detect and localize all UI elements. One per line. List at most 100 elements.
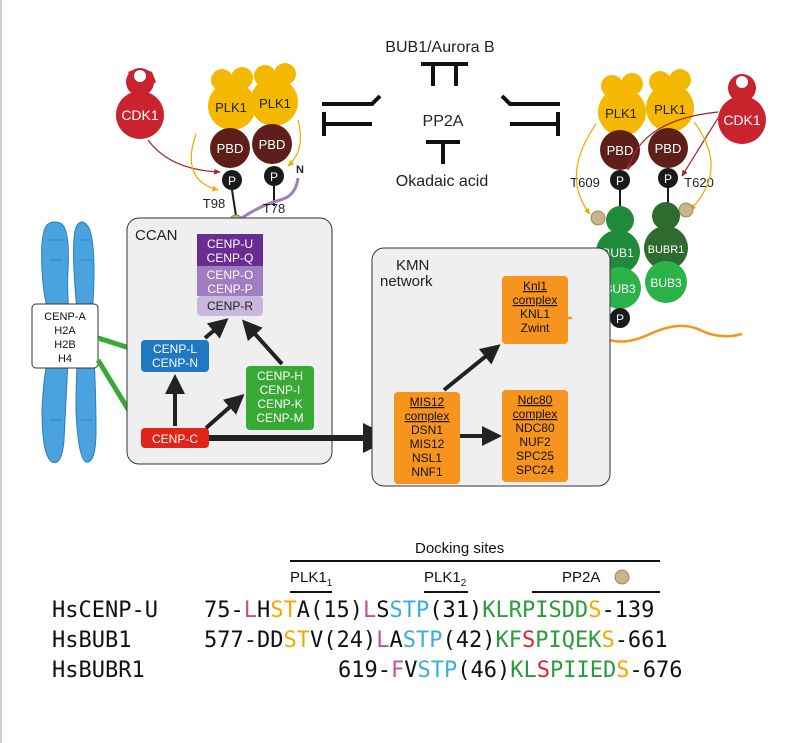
cenp-r-block [197,296,263,316]
plk1-right-autoloop-a [575,123,597,215]
cenp-i-label: CENP-I [260,383,301,397]
seq-segment: S [376,598,390,623]
seq-segment: S [521,628,536,653]
plk1-left-b-label: PLK1 [259,96,291,111]
pbd-left-b-label: PBD [259,137,286,152]
knl1-header-2: complex [513,293,558,307]
nucleosome-box [31,303,99,369]
histone-cenp-a: CENP-A [44,311,86,323]
seq-segment: S [536,658,550,683]
bubr1-label: BUBR1 [648,244,685,256]
seq-segment: 75- [204,598,244,623]
cenp-uq-block [197,234,263,266]
pbd-right-b: PBD [648,128,688,168]
kmn-title-2: network [380,273,433,290]
plk1-right-b: PLK1 [646,69,694,132]
arrow-ln-to-r [203,318,229,340]
cenp-c-block [141,428,209,448]
seq-segment: F [390,658,405,683]
right-inhibition-bar [510,112,560,136]
cenp-op-block [197,266,263,296]
right-activation-arrow [500,94,560,106]
seq-segment: ST [270,598,297,623]
cenp-q-label: CENP-Q [207,251,254,265]
left-activation-arrow [322,94,382,106]
left-inhibition-bar [322,112,372,136]
mis12-header-2: complex [405,409,450,423]
seq-segment: PIIED [549,658,617,683]
cdk1-right: CDK1 [718,74,766,144]
seq-segment: -139 [601,598,655,623]
plk1-2-label: PLK12 [424,569,466,589]
pbd-right-b-label: PBD [655,141,682,156]
inhibition-bar-right [444,62,468,86]
cenp-ln-block [141,340,209,372]
knl1-item: KNL1 [520,307,550,321]
seq-row-cenp-u: 75-LHSTA(15)LSSTP(31)KLRPISDDS-139 [204,598,654,623]
pp2a-dot-right-b [678,202,694,218]
seq-segment: (31) [429,598,483,623]
cenp-k-label: CENP-K [257,397,302,411]
pbd-left-a-label: PBD [217,141,244,156]
nnf1-item: NNF1 [411,465,443,479]
cenp-m-label: CENP-M [256,411,303,425]
pbd-right-a: PBD [600,130,640,170]
zwint-item: Zwint [521,321,550,335]
mis12-item: MIS12 [410,437,445,451]
bub1-label: BUB1 [602,246,634,260]
seq-segment: A(15) [296,598,363,623]
pp2a-regulation: BUB1/Aurora B PP2A Okadaic acid [322,39,560,190]
plk1-2-text: PLK1 [424,569,461,586]
seq-segment: 619- [338,658,391,683]
histone-h2a: H2A [54,325,76,337]
cenp-l-label: CENP-L [153,342,197,356]
ccan-box: CCAN CENP-U CENP-Q CENP-O CENP-P CENP-R … [126,217,333,465]
seq-segment: V(24) [309,628,377,653]
nuf2-item: NUF2 [519,435,551,449]
seq-segment: -661 [614,628,668,653]
seq-segment: KLRPISDD [482,598,589,623]
cdk1-to-t98-arrow [147,139,221,175]
phospho-right-b-label: P [664,172,672,186]
okadaic-inhibition-bar [426,140,460,164]
ndc80-header-1: Ndc80 [518,393,553,407]
pp2a-dot-docking [614,569,630,585]
left-plk1-complex: CDK1 PLK1 PLK1 PBD PBD [116,63,304,230]
seq-segment: L [243,598,257,623]
plk1-left-b: PLK1 [250,63,298,126]
docking-sites-header [290,560,660,593]
okadaic-acid-label: Okadaic acid [396,173,489,190]
seq-name-cenp-u: HsCENP-U [52,598,158,623]
kmn-title-1: KMN [396,257,429,274]
cenp-n-label: CENP-N [152,356,198,370]
seq-segment: KL [510,658,537,683]
kmn-box: KMN network Knl1 complex KNL1 Zwint MIS1… [371,247,611,487]
cdk1-left-label: CDK1 [121,107,159,123]
cdk1-right-arrow-b [626,111,719,171]
bub3-b: BUB3 [645,261,687,303]
seq-segment: (42) [442,628,496,653]
seq-segment: ST [283,628,310,653]
seq-segment: 577-DD [204,628,284,653]
mis12-header-1: MIS12 [410,395,445,409]
phospho-left-a: P [222,170,242,190]
cenp-hikm-block [246,366,314,430]
seq-segment: H [257,598,271,623]
plk1-1-sub: 1 [326,578,333,589]
arrow-mis12-to-knl1 [442,344,501,392]
plk1-left-autoloop-a [190,133,219,192]
inhibition-bar-left [421,62,445,86]
seq-segment: L [376,628,390,653]
arrow-hikm-to-r [241,319,284,366]
cenp-r-label: CENP-R [207,299,253,313]
pbd-left-a: PBD [210,128,250,168]
pbd-right-a-label: PBD [607,143,634,158]
chromosome: CENP-A H2A H2B H4 [31,221,99,464]
bubr1-protein: BUBR1 [644,202,688,270]
spc25-item: SPC25 [516,449,554,463]
seq-segment: STP [417,658,458,683]
knl1-complex-block [502,276,568,344]
seq-segment: L [362,598,377,623]
seq-row-bubr1: 619-FVSTP(46)KLSPIIEDS-676 [338,658,682,683]
